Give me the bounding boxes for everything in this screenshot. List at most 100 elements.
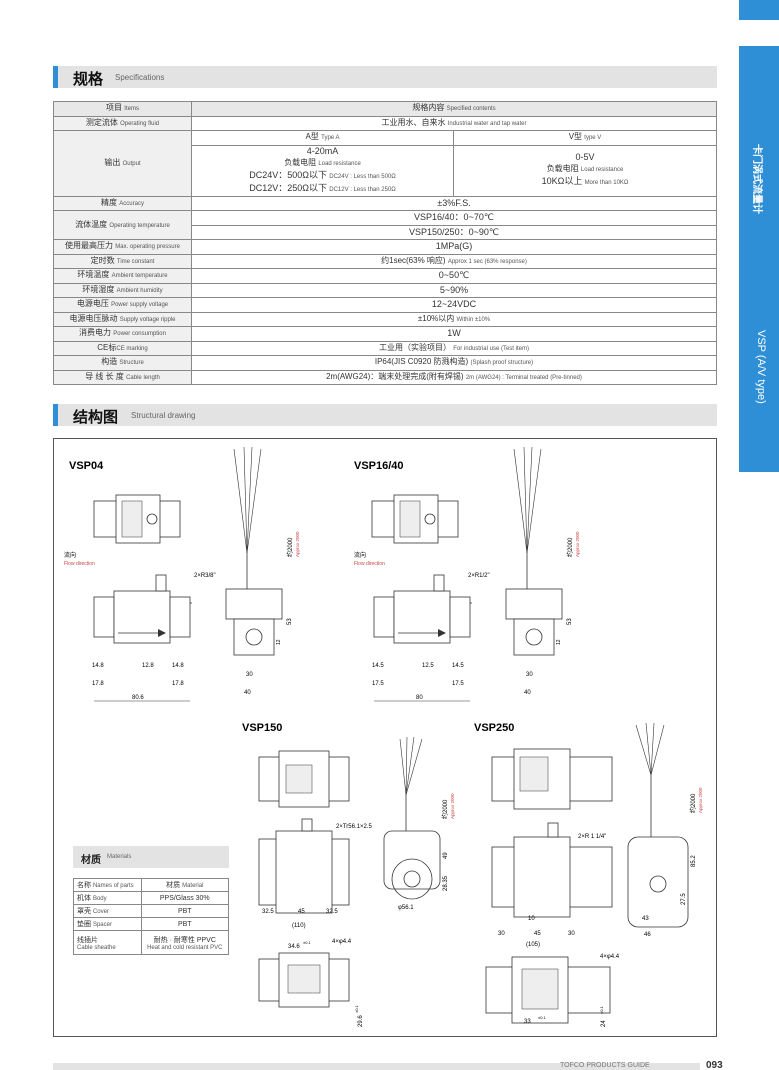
spec-row-fluid-temp-2: VSP150/250：0~90℃	[54, 224, 717, 240]
svg-text:43: 43	[642, 916, 649, 922]
spec-row-cable: 导 线 长 度 Cable length 2m(AWG24)：端末处理完成(附有…	[53, 369, 717, 385]
vsp250-drawing: VSP250 2×R 1 1/4" 10 30 45 30 (105) 43 4…	[474, 722, 703, 1027]
materials-row: 罩壳 Cover PBT	[73, 904, 230, 918]
spec-row-output: 4-20mA 负载电阻 Load resistance DC24V：500Ω以下…	[54, 144, 717, 197]
vsp04-label: VSP04	[69, 460, 104, 472]
vsp16-flow-en: Flow direction	[354, 561, 385, 567]
spec-row-structure: 构造 Structure IP64(JIS C0920 防溅构造) (Splas…	[53, 355, 717, 371]
svg-text:30: 30	[498, 931, 505, 937]
svg-text:±0.1: ±0.1	[599, 1005, 604, 1014]
svg-text:32.5: 32.5	[262, 909, 274, 915]
spec-row-humidity: 环境湿度 Ambient humidity 5~90%	[53, 282, 717, 298]
vsp16-40-drawing: VSP16/40 流向 Flow direction 2×R1/2" 14.5 …	[354, 446, 580, 702]
svg-text:约2000: 约2000	[566, 537, 574, 557]
svg-text:约2000: 约2000	[441, 799, 449, 819]
spec-row-accuracy: 精度 Accuracy ±3%F.S.	[53, 195, 717, 211]
svg-text:45: 45	[534, 931, 541, 937]
side-tab-series: VSP (A/V type)	[755, 330, 767, 404]
svg-text:40: 40	[244, 690, 251, 696]
vsp04-thread: 2×R3/8"	[194, 573, 216, 579]
materials-table: 名称 Names of parts 材质 Material 机体 Body PP…	[73, 878, 230, 955]
vsp150-label: VSP150	[242, 722, 282, 734]
svg-text:14.8: 14.8	[172, 663, 184, 669]
svg-text:φ56.1: φ56.1	[398, 905, 414, 911]
spec-table: 项目 Items 规格内容 Specified contents 测定流体 Op…	[53, 101, 717, 385]
vsp16-thread: 2×R1/2"	[468, 573, 490, 579]
svg-text:12.5: 12.5	[422, 663, 434, 669]
svg-text:53: 53	[567, 618, 573, 625]
svg-text:17.5: 17.5	[452, 681, 464, 687]
svg-text:(105): (105)	[526, 942, 540, 948]
svg-text:30: 30	[568, 931, 575, 937]
drawing-title: 结构图	[73, 408, 119, 426]
svg-text:(110): (110)	[292, 923, 306, 929]
spec-row-ripple: 电源电压脉动 Supply voltage ripple ±10%以内 With…	[53, 311, 717, 327]
svg-text:30: 30	[526, 672, 533, 678]
svg-text:27.5: 27.5	[681, 893, 687, 905]
footer-bar	[53, 1063, 700, 1070]
vsp04-drawing: VSP04 流向 Flow direction 2×R3/8" 14.8 12.…	[64, 446, 300, 702]
spec-row-types: 输出 Output A型 Type A V型 type V	[53, 130, 717, 197]
svg-text:17.8: 17.8	[172, 681, 184, 687]
svg-text:14.5: 14.5	[452, 663, 464, 669]
materials-header: 材质 Materials	[73, 846, 229, 868]
spec-row-fluid: 测定流体 Operating fluid 工业用水、自来水 Industrial…	[53, 115, 717, 131]
svg-text:17.5: 17.5	[372, 681, 384, 687]
side-tab-group: 卡门涡式流量计	[751, 144, 762, 214]
svg-text:30: 30	[246, 672, 253, 678]
svg-text:32.5: 32.5	[326, 909, 338, 915]
svg-text:约2000: 约2000	[286, 537, 294, 557]
svg-text:49: 49	[443, 852, 449, 859]
svg-text:28.35: 28.35	[443, 875, 449, 891]
spec-row-time-constant: 定时数 Time constant 约1sec(63% 响应) Approx 1…	[53, 253, 717, 269]
footer-guide: TOFCO PRODUCTS GUIDE	[560, 1062, 650, 1069]
spec-row-fluid-temp: 流体温度 Operating temperature VSP16/40：0~70…	[53, 210, 717, 240]
spec-header-row: 项目 Items 规格内容 Specified contents	[53, 101, 717, 117]
svg-text:Approx 2000: Approx 2000	[450, 793, 455, 819]
side-tab-main: 卡门涡式流量计 VSP (A/V type)	[739, 46, 779, 472]
svg-text:±0.1: ±0.1	[538, 1015, 547, 1020]
spec-title: 规格	[73, 70, 104, 88]
svg-text:14.5: 14.5	[372, 663, 384, 669]
svg-text:±0.1: ±0.1	[354, 1004, 359, 1013]
svg-text:Approx 2000: Approx 2000	[698, 787, 703, 813]
vsp150-thread: 2×Tr56.1×2.5	[336, 824, 372, 830]
svg-text:Approx 2000: Approx 2000	[295, 531, 300, 557]
svg-text:Approx 2000: Approx 2000	[575, 531, 580, 557]
drawing-title-en: Structural drawing	[131, 411, 196, 420]
svg-text:12: 12	[556, 639, 562, 645]
vsp04-flow-cn: 流向	[64, 551, 76, 559]
svg-text:80: 80	[416, 695, 423, 701]
spec-section-header: 规格 Specifications	[53, 66, 717, 88]
svg-text:29.6: 29.6	[358, 1015, 364, 1027]
drawing-section-header: 结构图 Structural drawing	[53, 404, 717, 426]
materials-box: 材质 Materials 名称 Names of parts 材质 Materi…	[73, 846, 230, 955]
vsp04-flow-en: Flow direction	[64, 561, 95, 567]
svg-text:34.6: 34.6	[288, 944, 300, 950]
svg-text:33: 33	[524, 1019, 531, 1025]
vsp16-flow-cn: 流向	[354, 551, 366, 559]
svg-text:4×φ4.4: 4×φ4.4	[600, 954, 620, 960]
materials-header-row: 名称 Names of parts 材质 Material	[73, 878, 230, 892]
vsp250-label: VSP250	[474, 722, 514, 734]
svg-text:约2000: 约2000	[689, 793, 697, 813]
materials-row: 垫圈 Spacer PBT	[73, 917, 230, 931]
svg-text:85.2: 85.2	[691, 855, 697, 867]
structural-drawing: VSP04 流向 Flow direction 2×R3/8" 14.8 12.…	[53, 438, 717, 1037]
svg-text:14.8: 14.8	[92, 663, 104, 669]
spec-row-supply-voltage: 电源电压 Power supply voltage 12~24VDC	[53, 297, 717, 313]
vsp16-label: VSP16/40	[354, 460, 404, 472]
svg-text:24: 24	[601, 1020, 607, 1027]
vsp150-drawing: VSP150 2×Tr56.1×2.5 32.5 45 32.5 (110) φ…	[242, 722, 455, 1027]
svg-text:40: 40	[524, 690, 531, 696]
spec-row-pressure: 使用最高压力 Max. operating pressure 1MPa(G)	[53, 239, 717, 255]
vsp250-thread: 2×R 1 1/4"	[578, 834, 606, 840]
materials-row: 机体 Body PPS/Glass 30%	[73, 891, 230, 905]
svg-text:46: 46	[644, 932, 651, 938]
svg-text:80.6: 80.6	[132, 695, 144, 701]
svg-text:45: 45	[298, 909, 305, 915]
svg-text:17.8: 17.8	[92, 681, 104, 687]
svg-text:±0.1: ±0.1	[303, 940, 312, 945]
drawing-svg: VSP04 流向 Flow direction 2×R3/8" 14.8 12.…	[64, 446, 703, 1027]
